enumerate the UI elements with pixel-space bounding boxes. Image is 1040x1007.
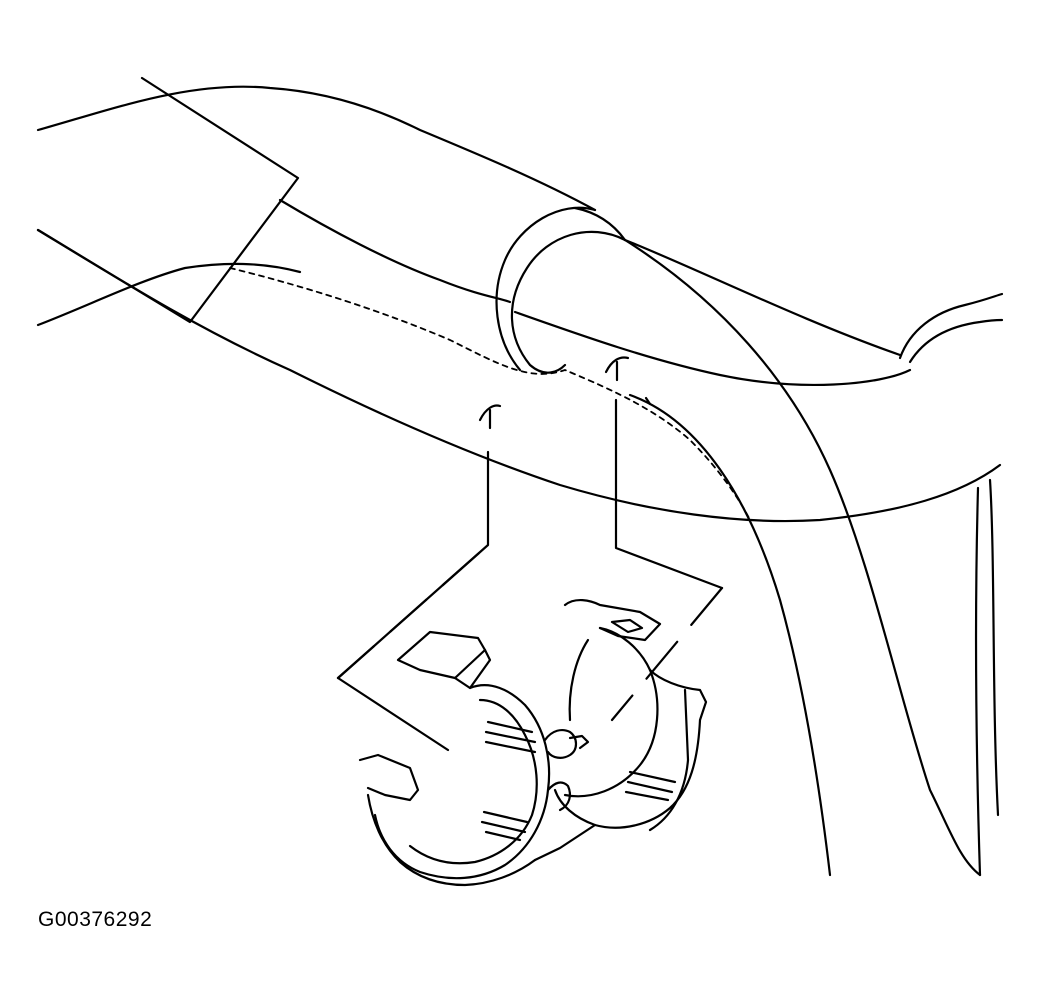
right-tube-stub (898, 292, 1004, 877)
leader-lines (336, 356, 724, 752)
tube-end-ring (495, 206, 627, 374)
hidden-line-routing (229, 267, 751, 521)
main-tube (36, 228, 1002, 523)
upper-tube (36, 76, 597, 327)
figure-id-label: G00376292 (38, 908, 153, 931)
double-tube-clip (358, 599, 708, 887)
inner-tube (513, 238, 982, 877)
exploded-view-lines (336, 543, 724, 722)
